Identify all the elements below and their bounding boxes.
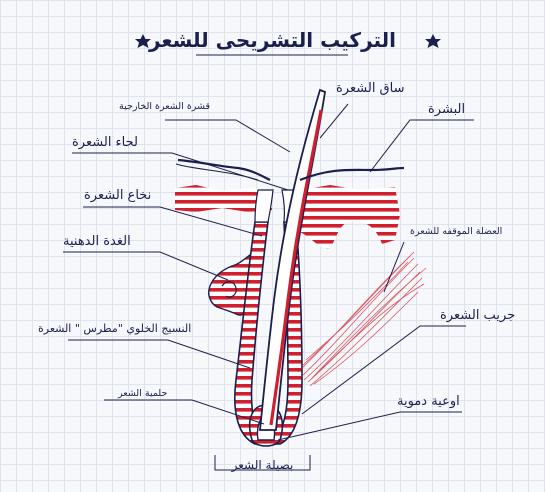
label-blood-vessels: اوعية دموية xyxy=(397,395,460,408)
label-epidermis: البشرة xyxy=(428,103,465,116)
label-sebaceous-gland: الغدة الدهنية xyxy=(63,235,131,248)
arrector-muscle xyxy=(298,252,426,386)
label-arrector-muscle: العضلة الموقفه للشعرة xyxy=(410,227,502,237)
label-dermal-papilla: حلمية الشعر xyxy=(118,389,167,399)
label-hair-bulb: بصيلة الشعر xyxy=(215,459,310,471)
label-hair-follicle: جريب الشعرة xyxy=(440,309,515,322)
label-hair-shaft: ساق الشعرة xyxy=(336,82,405,95)
label-hair-cortex: لحاء الشعرة xyxy=(72,136,138,149)
label-stroma: النسيج الخلوي "مطرس " الشعرة xyxy=(38,323,191,334)
diagram-title: التركيب التشريحى للشعر xyxy=(0,30,545,50)
label-hair-medulla: نخاع الشعرة xyxy=(84,189,151,202)
label-outer-cuticle: قشرة الشعرة الخارجية xyxy=(119,102,210,112)
